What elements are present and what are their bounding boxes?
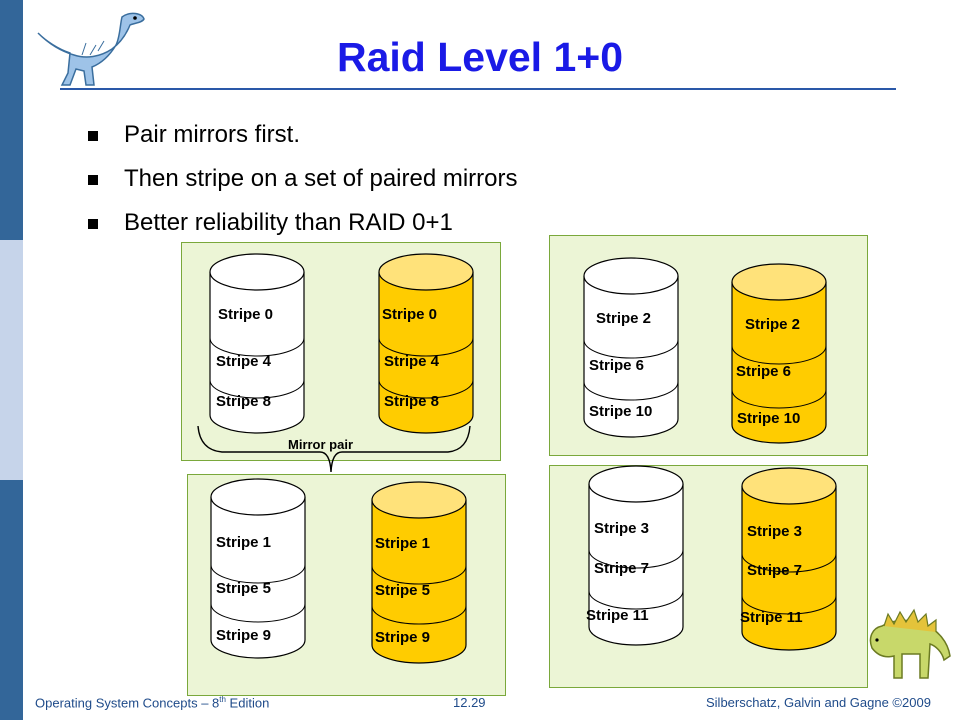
footer-edition-sup: th xyxy=(219,695,226,704)
slide-title: Raid Level 1+0 xyxy=(336,34,624,80)
footer-edition-tail: Edition xyxy=(225,695,270,711)
side-bar-bottom xyxy=(0,480,23,720)
side-bar-middle xyxy=(0,240,23,480)
mirror-pair-label: Mirror pair xyxy=(288,437,354,452)
disk-gold xyxy=(371,481,467,664)
stripe-label: Stripe 9 xyxy=(375,629,431,646)
stripe-label: Stripe 6 xyxy=(736,363,792,380)
side-bar-top xyxy=(0,0,23,240)
stripe-label: Stripe 6 xyxy=(589,357,645,374)
dinosaur-logo-icon xyxy=(37,12,145,86)
footer-left: Operating System Concepts – 8th Edition xyxy=(35,695,269,710)
footer-right: Silberschatz, Galvin and Gagne ©2009 xyxy=(706,695,931,710)
stripe-label: Stripe 2 xyxy=(745,316,801,333)
stripe-label: Stripe 4 xyxy=(216,353,272,370)
bullet-square-icon xyxy=(88,131,98,141)
stripe-label: Stripe 4 xyxy=(384,353,440,370)
stripe-label: Stripe 8 xyxy=(216,393,272,410)
stripe-label: Stripe 9 xyxy=(216,627,272,644)
stegosaurus-logo-icon xyxy=(869,608,951,679)
bullet-list: Pair mirrors first. Then stripe on a set… xyxy=(88,120,518,252)
stripe-label: Stripe 11 xyxy=(740,609,803,626)
disk-gold xyxy=(731,263,827,444)
bullet-text: Better reliability than RAID 0+1 xyxy=(124,209,453,236)
stripe-label: Stripe 10 xyxy=(589,403,653,420)
stripe-label: Stripe 0 xyxy=(218,306,274,323)
stripe-label: Stripe 5 xyxy=(375,582,431,599)
stripe-label: Stripe 10 xyxy=(737,410,801,427)
stripe-label: Stripe 1 xyxy=(216,534,272,551)
stripe-label: Stripe 2 xyxy=(596,310,652,327)
disk-white xyxy=(583,257,679,438)
disk-white xyxy=(209,253,305,434)
bullet-square-icon xyxy=(88,175,98,185)
footer-book-title: Operating System Concepts – 8 xyxy=(35,695,220,711)
title-divider xyxy=(60,88,896,90)
stripe-label: Stripe 7 xyxy=(594,560,650,577)
stripe-label: Stripe 7 xyxy=(747,562,803,579)
mirror-pair-brace xyxy=(197,425,471,473)
stripe-label: Stripe 5 xyxy=(216,580,272,597)
bullet-item: Better reliability than RAID 0+1 xyxy=(88,208,518,252)
bullet-text: Pair mirrors first. xyxy=(124,121,300,148)
disk-gold xyxy=(741,467,837,651)
stripe-label: Stripe 3 xyxy=(747,523,803,540)
stripe-label: Stripe 1 xyxy=(375,535,431,552)
bullet-item: Pair mirrors first. xyxy=(88,120,518,164)
disk-white xyxy=(210,478,306,659)
bullet-item: Then stripe on a set of paired mirrors xyxy=(88,164,518,208)
stripe-label: Stripe 11 xyxy=(586,607,649,624)
disk-gold xyxy=(378,253,474,434)
page-number: 12.29 xyxy=(453,695,486,710)
bullet-text: Then stripe on a set of paired mirrors xyxy=(124,165,518,192)
stripe-label: Stripe 8 xyxy=(384,393,440,410)
disk-white xyxy=(588,465,684,646)
bullet-square-icon xyxy=(88,219,98,229)
stripe-label: Stripe 3 xyxy=(594,520,650,537)
stripe-label: Stripe 0 xyxy=(382,306,438,323)
